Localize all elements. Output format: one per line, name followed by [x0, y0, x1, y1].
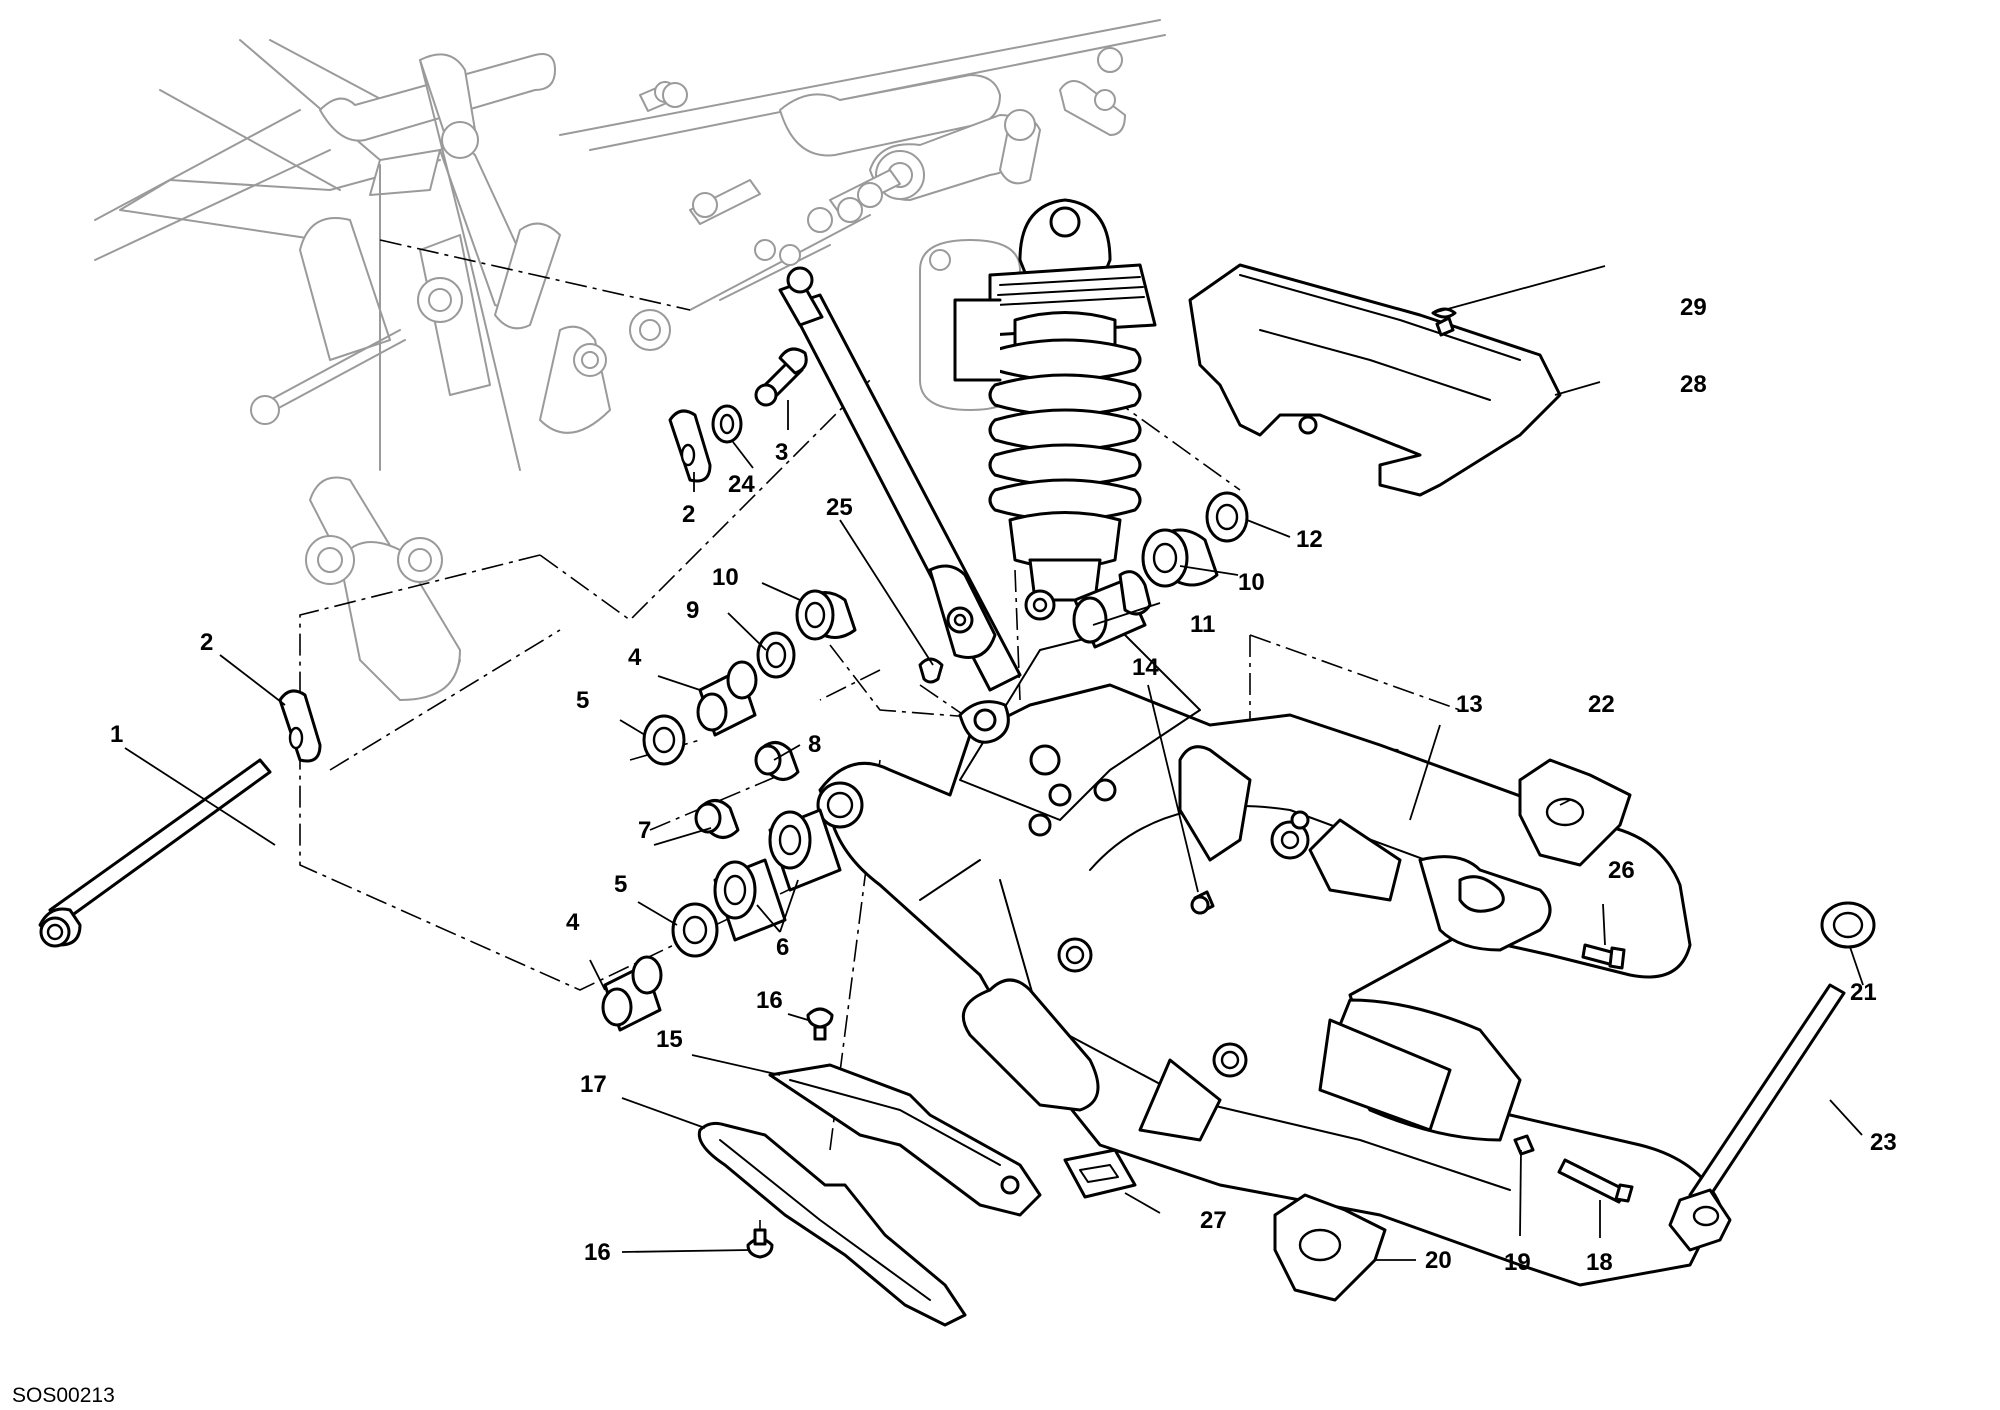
part-10-bearing-upper — [795, 589, 857, 641]
chain-guard — [1188, 263, 1562, 497]
callout-4: 4 — [628, 644, 642, 671]
part-24-washer — [711, 404, 743, 444]
callout-14: 14 — [1132, 654, 1159, 681]
part-16-screw-upper — [806, 1007, 834, 1041]
callout-27: 27 — [1200, 1207, 1227, 1234]
part-27-slider-block — [1063, 1148, 1137, 1199]
callout-8: 8 — [808, 731, 821, 758]
frame-ghost — [94, 19, 1166, 701]
callout-29: 29 — [1680, 294, 1707, 321]
callout-17: 17 — [580, 1071, 607, 1098]
callout-22: 22 — [1588, 691, 1615, 718]
callout-5: 5 — [576, 687, 589, 714]
callout-16: 16 — [584, 1239, 611, 1266]
callout-2: 2 — [682, 501, 695, 528]
callout-11: 11 — [1190, 611, 1215, 638]
part-18-bolt — [1557, 1158, 1634, 1204]
part-16-screw-lower — [746, 1228, 774, 1259]
part-12-ring — [1205, 491, 1249, 543]
callout-3: 3 — [775, 439, 788, 466]
part-5-ring-lower — [671, 902, 719, 958]
callout-10: 10 — [712, 564, 739, 591]
callout-23: 23 — [1870, 1129, 1897, 1156]
callout-12: 12 — [1296, 526, 1323, 553]
swingarm — [816, 629, 1722, 1287]
part-3-bolt — [754, 347, 808, 407]
part-25-clip — [918, 657, 944, 684]
callout-15: 15 — [656, 1026, 683, 1053]
part-6-bearing-pair — [713, 808, 842, 942]
part-5-ring-upper — [642, 714, 686, 766]
callout-18: 18 — [1586, 1249, 1613, 1276]
part-23-wheel-axle — [1668, 983, 1846, 1252]
part-21-axle-nut — [1820, 901, 1876, 949]
part-15-chain-slider-upper — [768, 1063, 1042, 1217]
part-22-adjuster-block — [1518, 758, 1632, 867]
callout-9: 9 — [686, 597, 699, 624]
part-1-pivot-shaft — [38, 758, 272, 948]
callout-16: 16 — [756, 987, 783, 1014]
part-7-needle-bearing — [694, 799, 740, 839]
part-9-spacer — [756, 631, 796, 679]
callout-13: 13 — [1456, 691, 1483, 718]
callout-10: 10 — [1238, 569, 1265, 596]
callout-4: 4 — [566, 909, 580, 936]
callouts: 1 2 2 3 4 4 5 5 6 7 8 9 10 10 11 12 13 1… — [110, 294, 1897, 1276]
part-26-bolt — [1581, 943, 1626, 970]
part-11-bushing — [1072, 570, 1152, 649]
part-2-eccentric-plate-lower — [278, 689, 322, 763]
part-14-grease-nipple — [1190, 890, 1215, 915]
tie-rod — [778, 266, 1022, 692]
callout-7: 7 — [638, 817, 651, 844]
callout-19: 19 — [1504, 1249, 1531, 1276]
callout-5: 5 — [614, 871, 627, 898]
callout-21: 21 — [1850, 979, 1877, 1006]
callout-26: 26 — [1608, 857, 1635, 884]
part-8-needle-bearing — [754, 741, 800, 781]
callout-20: 20 — [1425, 1247, 1452, 1274]
callout-24: 24 — [728, 471, 755, 498]
part-20-adjuster-block — [1273, 1193, 1387, 1302]
rear-shock-absorber — [953, 198, 1157, 621]
part-4-bushing-upper — [696, 660, 758, 737]
part-19-spacer — [1513, 1134, 1535, 1156]
callout-6: 6 — [776, 934, 789, 961]
callout-25: 25 — [826, 494, 853, 521]
part-10-bearing-lower — [1141, 528, 1219, 588]
part-17-chain-slider-lower — [697, 1121, 967, 1327]
leader-lines — [124, 265, 1864, 1261]
callout-28: 28 — [1680, 371, 1707, 398]
part-2-eccentric-plate-upper — [668, 409, 712, 483]
part-4-bushing-lower — [601, 955, 663, 1032]
drawing-code: SOS00213 — [12, 1384, 115, 1407]
callout-1: 1 — [110, 721, 123, 748]
callout-2: 2 — [200, 629, 213, 656]
